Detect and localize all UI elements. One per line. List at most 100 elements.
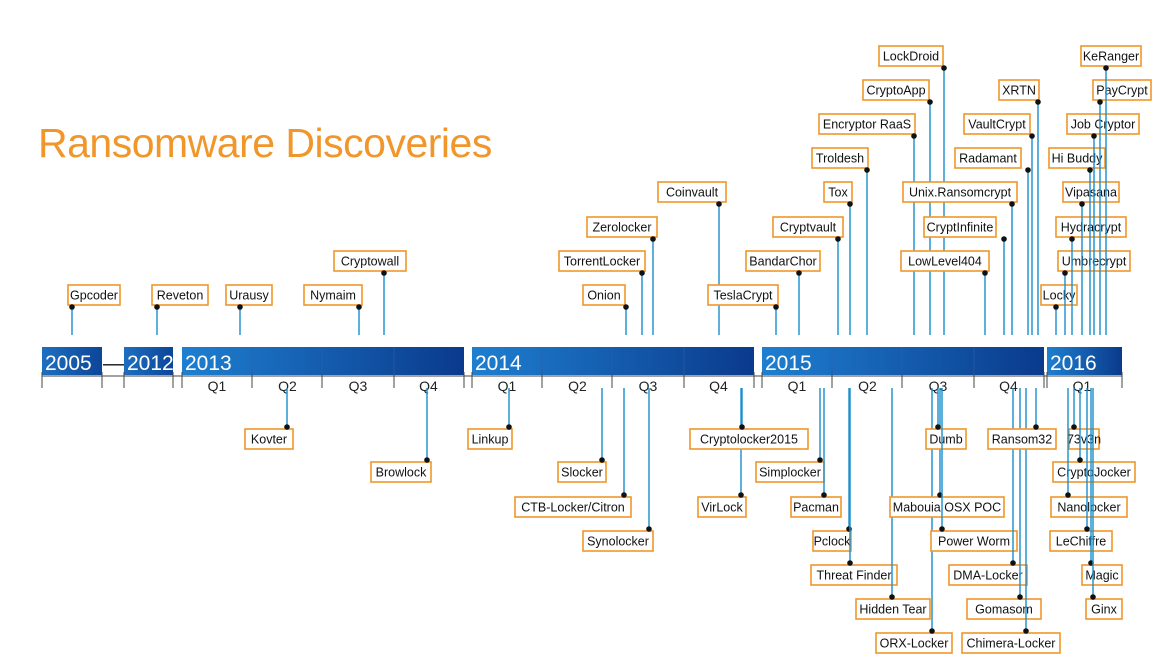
event-dumb: Dumb (925, 388, 967, 450)
event-browlock: Browlock (370, 388, 432, 483)
event-box (67, 284, 121, 306)
event-label: CryptInfinite (927, 221, 994, 235)
event-label: Encryptor RaaS (823, 118, 911, 132)
event-label: Dumb (929, 433, 962, 447)
event-pclock: Pclock (812, 388, 852, 552)
event-dot (935, 424, 941, 430)
event-coinvault: Coinvault (657, 181, 727, 335)
quarter-label-2014-q2: Q2 (568, 378, 587, 394)
event-dot (864, 167, 870, 173)
event-dot (1025, 167, 1031, 173)
quarter-label-2013-q2: Q2 (278, 378, 297, 394)
event-pacman: Pacman (790, 388, 842, 518)
event-label: Threat Finder (816, 569, 891, 583)
event-dot (1077, 457, 1083, 463)
event-box (370, 461, 432, 483)
event-xrtn: XRTN (998, 79, 1041, 335)
event-dot (646, 526, 652, 532)
event-box (1050, 496, 1128, 518)
event-dot (1023, 628, 1029, 634)
event-label: Urausy (229, 289, 269, 303)
year-bar-2015 (762, 347, 1044, 375)
quarter-label-2014-q1: Q1 (498, 378, 517, 394)
event-dot (424, 457, 430, 463)
event-dot (1071, 424, 1077, 430)
event-chimera-locker: Chimera-Locker (961, 388, 1061, 654)
event-label: Browlock (376, 466, 427, 480)
event-dot (1087, 167, 1093, 173)
event-dot (650, 236, 656, 242)
event-label: Pclock (814, 535, 852, 549)
event-hi-buddy: Hi Buddy (1048, 147, 1106, 335)
event-box (812, 530, 852, 552)
event-dot (738, 492, 744, 498)
event-label: LowLevel404 (908, 255, 982, 269)
event-box (818, 113, 916, 135)
event-label: VaultCrypt (968, 118, 1026, 132)
event-magic: Magic (1081, 388, 1123, 586)
event-cryptvault: Cryptvault (772, 216, 844, 335)
event-dot (1001, 236, 1007, 242)
event-box (987, 428, 1057, 450)
event-cryptowall: Cryptowall (333, 250, 407, 335)
event-dot (929, 628, 935, 634)
event-box (151, 284, 209, 306)
event-dma-locker: DMA-Locker (948, 388, 1028, 586)
event-cryptojocker: CryptoJocker (1052, 388, 1136, 483)
event-dot (154, 304, 160, 310)
event-label: Gomasom (975, 603, 1033, 617)
event-label: BandarChor (749, 255, 816, 269)
event-box (1080, 45, 1142, 67)
event-teslacrypt: TeslaCrypt (707, 284, 779, 335)
event-box (557, 461, 607, 483)
event-label: DMA-Locker (953, 569, 1022, 583)
event-simplocker: Simplocker (755, 388, 825, 483)
event-box (1055, 216, 1127, 238)
event-label: XRTN (1002, 84, 1036, 98)
event-dot (847, 201, 853, 207)
quarter-label-2015-q3: Q3 (929, 378, 948, 394)
event-box (1092, 79, 1152, 101)
event-dot (284, 424, 290, 430)
event-ctb-locker-citron: CTB-Locker/Citron (514, 388, 632, 518)
year-label-2013: 2013 (185, 352, 232, 375)
event-dot (506, 424, 512, 430)
event-label: Vipasana (1065, 186, 1117, 200)
event-dot (739, 424, 745, 430)
event-nymaim: Nymaim (303, 284, 363, 335)
event-label: CTB-Locker/Citron (521, 501, 625, 515)
event-gomasom: Gomasom (966, 388, 1042, 620)
quarter-label-2015-q4: Q4 (999, 378, 1018, 394)
event-torrentlocker: TorrentLocker (558, 250, 646, 335)
event-dot (1010, 560, 1016, 566)
event-box (514, 496, 632, 518)
event-box (923, 216, 997, 238)
event-dot (356, 304, 362, 310)
event-onion: Onion (582, 284, 629, 335)
event-dot (1090, 594, 1096, 600)
event-label: ORX-Locker (880, 637, 949, 651)
year-label-2016: 2016 (1050, 352, 1097, 375)
event-cryptolocker2015: Cryptolocker2015 (689, 388, 809, 450)
event-label: LockDroid (883, 50, 939, 64)
event-paycrypt: PayCrypt (1092, 79, 1152, 335)
event-box (586, 216, 658, 238)
event-box (963, 113, 1031, 135)
event-label: VirLock (701, 501, 743, 515)
event-kovter: Kovter (244, 388, 294, 450)
event-box (1066, 113, 1140, 135)
event-label: CryptoJocker (1057, 466, 1131, 480)
quarter-label-2015-q1: Q1 (788, 378, 807, 394)
event-box (811, 147, 869, 169)
event-synolocker: Synolocker (582, 388, 654, 552)
event-label: LeChiffre (1056, 535, 1107, 549)
year-bar-2014 (472, 347, 754, 375)
event-box (657, 181, 727, 203)
event-job-cryptor: Job Cryptor (1066, 113, 1140, 335)
event-box (303, 284, 363, 306)
event-ginx: Ginx (1085, 388, 1123, 620)
event-lowlevel404: LowLevel404 (900, 250, 990, 335)
quarter-label-2013-q4: Q4 (419, 378, 438, 394)
event-label: TorrentLocker (564, 255, 640, 269)
year-label-2012: 2012 (127, 352, 174, 375)
